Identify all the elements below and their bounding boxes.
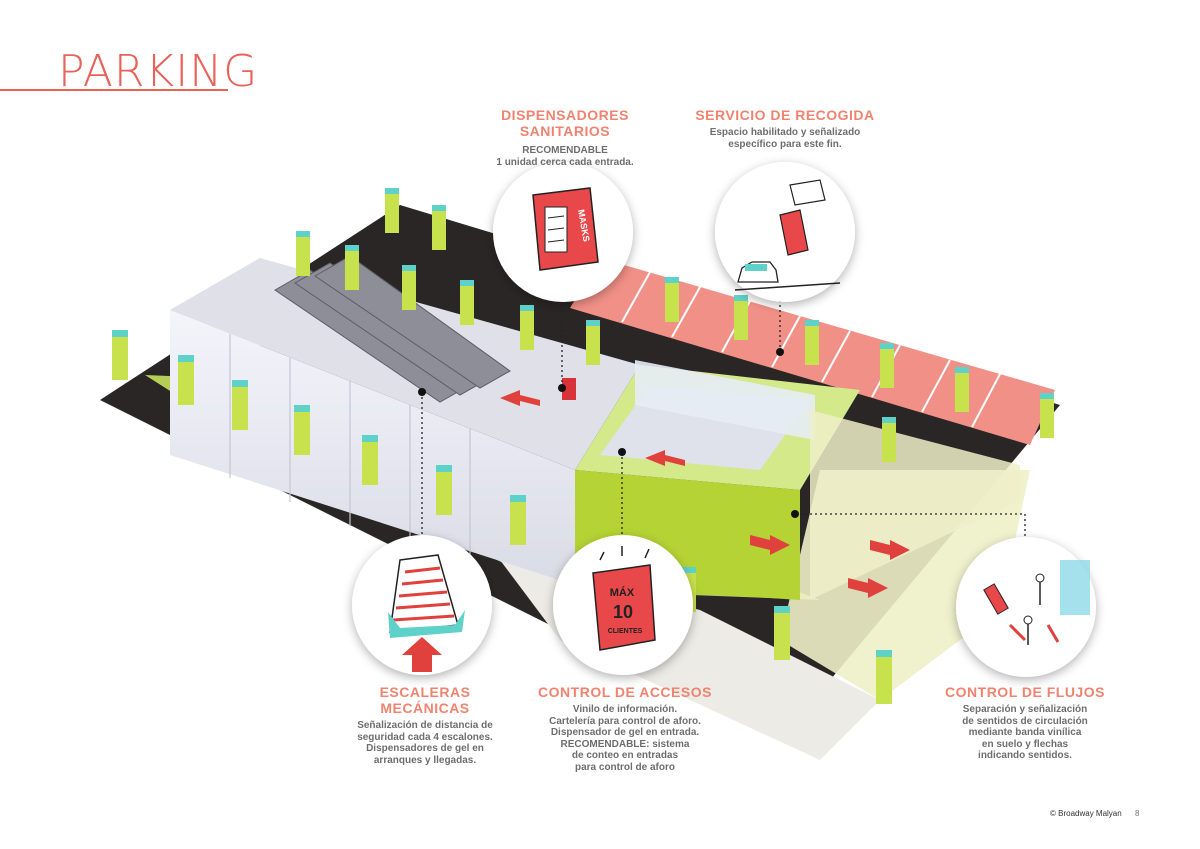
hall-panel-lines [229, 334, 471, 574]
column [1040, 393, 1054, 438]
column [510, 495, 526, 545]
svg-text:MÁX: MÁX [610, 586, 635, 599]
page-title: PARKING [58, 46, 259, 97]
column [876, 650, 892, 704]
column [178, 355, 194, 405]
column [402, 265, 416, 310]
sanitizer-dispenser-icon: MASKS [532, 187, 599, 271]
column [460, 280, 474, 325]
svg-text:CLIENTES: CLIENTES [608, 628, 643, 635]
column [345, 245, 359, 290]
capacity-sign-icon: MÁX 10 CLIENTES [592, 546, 656, 651]
pickup-car-icon [734, 179, 841, 291]
floor-arrows [500, 390, 910, 598]
glass-lobby [635, 360, 815, 440]
column [362, 435, 378, 485]
page-number: 8 [1135, 809, 1140, 818]
escalators-title: ESCALERAS MECÁNICAS [379, 684, 471, 716]
column [586, 320, 600, 365]
escalator-callout-circle [352, 535, 492, 675]
column [112, 330, 128, 380]
column [882, 417, 896, 462]
pickup-callout-circle [715, 162, 855, 302]
svg-text:10: 10 [613, 602, 633, 622]
flows-title: CONTROL DE FLUJOS [945, 684, 1105, 700]
access-title: CONTROL DE ACCESOS [538, 684, 712, 700]
flow-arrows-icon [983, 560, 1090, 645]
column [665, 277, 679, 322]
column [520, 305, 534, 350]
right-corridor [810, 410, 1020, 600]
column [774, 606, 790, 660]
access-text: Vinilo de información. Cartelería para c… [549, 704, 701, 773]
column [805, 320, 819, 365]
flows-text: Separación y señalización de sentidos de… [962, 704, 1088, 761]
column [296, 231, 310, 276]
column [232, 380, 248, 430]
escalators-text: Señalización de distancia de seguridad c… [357, 720, 493, 766]
footer-copyright: © Broadway Malyan [1050, 809, 1122, 818]
dispensers-callout-circle: MASKS [493, 162, 633, 302]
scene-dispenser [562, 378, 576, 400]
column [436, 465, 452, 515]
access-callout-circle: MÁX 10 CLIENTES [553, 535, 693, 675]
column [734, 295, 748, 340]
flows-callout-circle [956, 537, 1096, 677]
escalator-set [274, 255, 511, 403]
dispensers-text: RECOMENDABLE 1 unidad cerca cada entrada… [496, 145, 634, 168]
column [955, 367, 969, 412]
pickup-text: Espacio habilitado y señalizado específi… [709, 127, 861, 150]
title-underline [0, 89, 228, 91]
pickup-title: SERVICIO DE RECOGIDA [695, 107, 875, 123]
column [294, 405, 310, 455]
column [432, 205, 446, 250]
escalator-icon [388, 554, 465, 672]
column [385, 188, 399, 233]
leader-dots [418, 348, 799, 518]
dispensers-title: DISPENSADORES SANITARIOS [501, 107, 629, 139]
column [880, 343, 894, 388]
